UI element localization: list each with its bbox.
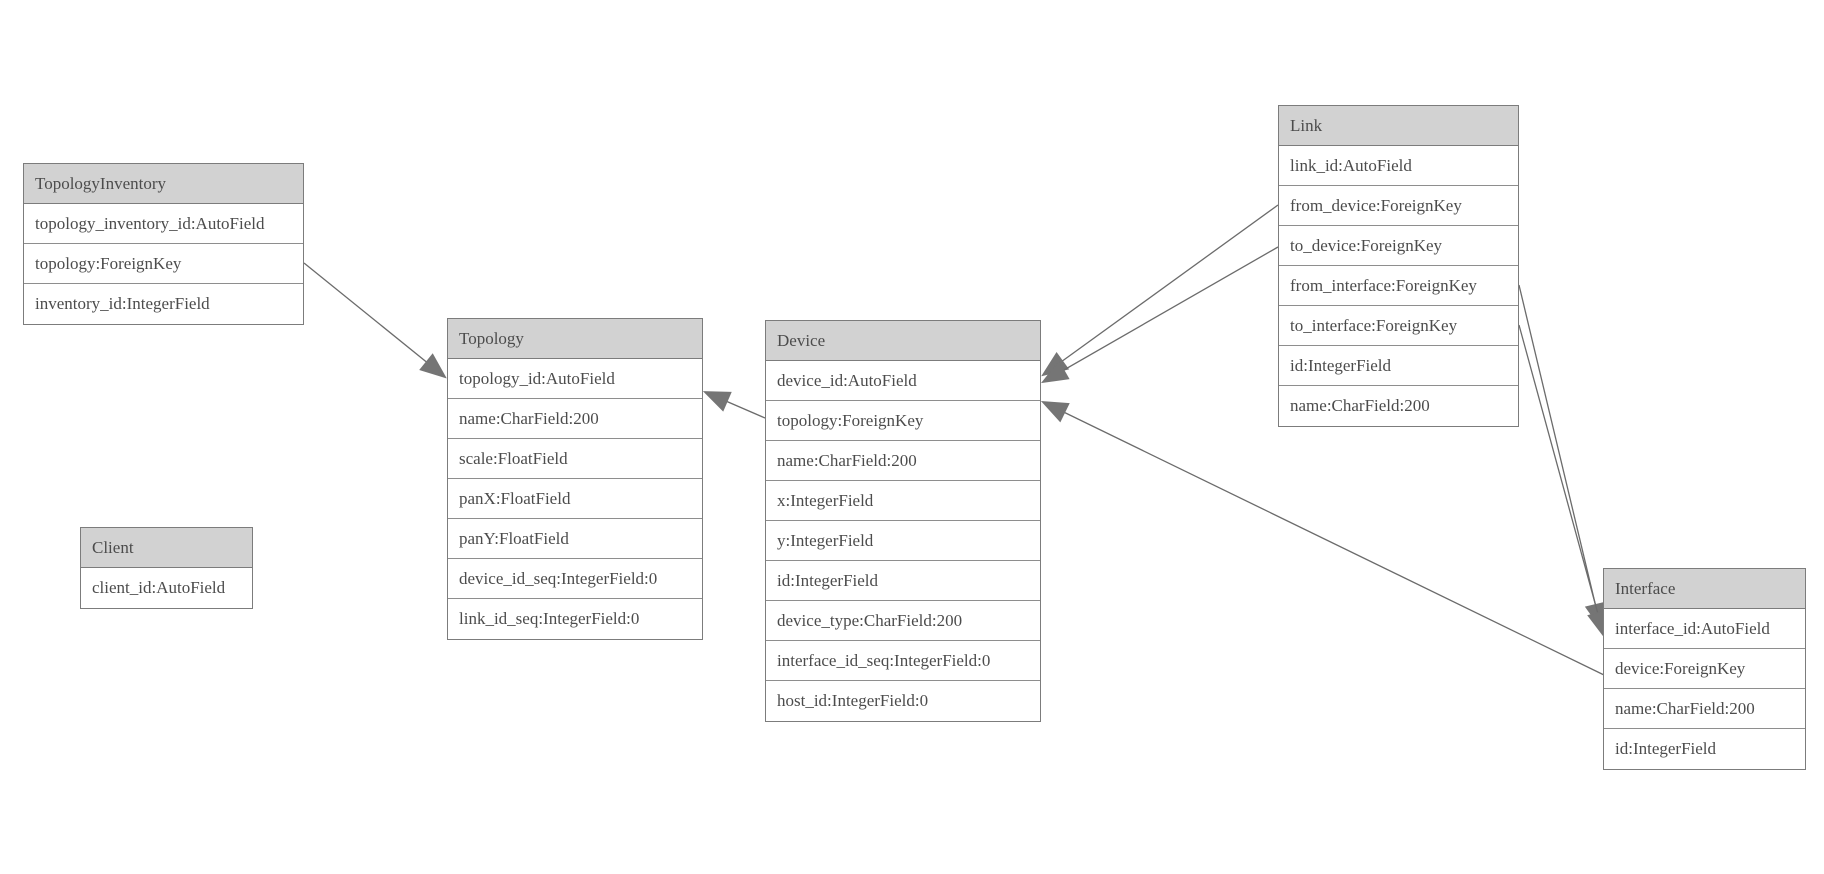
field-row: name:CharField:200 <box>1290 396 1430 415</box>
field-row: link_id_seq:IntegerField:0 <box>459 609 640 628</box>
entity-topology[interactable]: Topology topology_id:AutoField name:Char… <box>447 318 703 640</box>
field-row: host_id:IntegerField:0 <box>777 691 929 710</box>
relation-line-device-topology <box>705 392 766 419</box>
entity-client-header[interactable]: Client <box>81 528 252 568</box>
field-row: topology_inventory_id:AutoField <box>24 204 303 244</box>
field-row: id:IntegerField <box>1279 346 1518 386</box>
field-row: name:CharField:200 <box>766 441 1040 481</box>
field-row: to_interface:ForeignKey <box>1279 306 1518 346</box>
relation-line-link-todevice-device <box>1043 246 1279 382</box>
relation-line-link-frominterface-interface <box>1518 284 1601 628</box>
field-row: y:IntegerField <box>766 521 1040 561</box>
entity-link-header[interactable]: Link <box>1279 106 1518 146</box>
field-row: to_device:ForeignKey <box>1279 226 1518 266</box>
field-row: client_id:AutoField <box>92 578 226 597</box>
field-row: panY:FloatField <box>448 519 702 559</box>
field-row: id:IntegerField <box>766 561 1040 601</box>
field-row: device:ForeignKey <box>1604 649 1805 689</box>
field-row: topology:ForeignKey <box>24 244 303 284</box>
relation-line-link-tointerface-interface <box>1518 324 1604 636</box>
entity-topology-header[interactable]: Topology <box>448 319 702 359</box>
field-row: device_type:CharField:200 <box>766 601 1040 641</box>
field-row: from_interface:ForeignKey <box>1279 266 1518 306</box>
relation-line-link-fromdevice-device <box>1043 204 1279 375</box>
field-row: link_id:AutoField <box>1279 146 1518 186</box>
entity-client[interactable]: Client client_id:AutoField <box>80 527 253 609</box>
field-row: interface_id_seq:IntegerField:0 <box>766 641 1040 681</box>
entity-topologyinventory[interactable]: TopologyInventory topology_inventory_id:… <box>23 163 304 325</box>
field-row: topology_id:AutoField <box>448 359 702 399</box>
field-row: device_id:AutoField <box>766 361 1040 401</box>
relation-line-topologyinventory-topology <box>303 262 445 377</box>
field-row: scale:FloatField <box>448 439 702 479</box>
field-row: inventory_id:IntegerField <box>35 294 210 313</box>
field-row: panX:FloatField <box>448 479 702 519</box>
entity-link[interactable]: Link link_id:AutoField from_device:Forei… <box>1278 105 1519 427</box>
field-row: from_device:ForeignKey <box>1279 186 1518 226</box>
entity-interface-header[interactable]: Interface <box>1604 569 1805 609</box>
entity-device-header[interactable]: Device <box>766 321 1040 361</box>
field-row: device_id_seq:IntegerField:0 <box>448 559 702 599</box>
field-row: x:IntegerField <box>766 481 1040 521</box>
relation-line-interface-device <box>1043 402 1605 676</box>
entity-topologyinventory-header[interactable]: TopologyInventory <box>24 164 303 204</box>
entity-device[interactable]: Device device_id:AutoField topology:Fore… <box>765 320 1041 722</box>
field-row: id:IntegerField <box>1615 739 1717 758</box>
field-row: topology:ForeignKey <box>766 401 1040 441</box>
field-row: name:CharField:200 <box>1604 689 1805 729</box>
entity-interface[interactable]: Interface interface_id:AutoField device:… <box>1603 568 1806 770</box>
field-row: interface_id:AutoField <box>1604 609 1805 649</box>
field-row: name:CharField:200 <box>448 399 702 439</box>
